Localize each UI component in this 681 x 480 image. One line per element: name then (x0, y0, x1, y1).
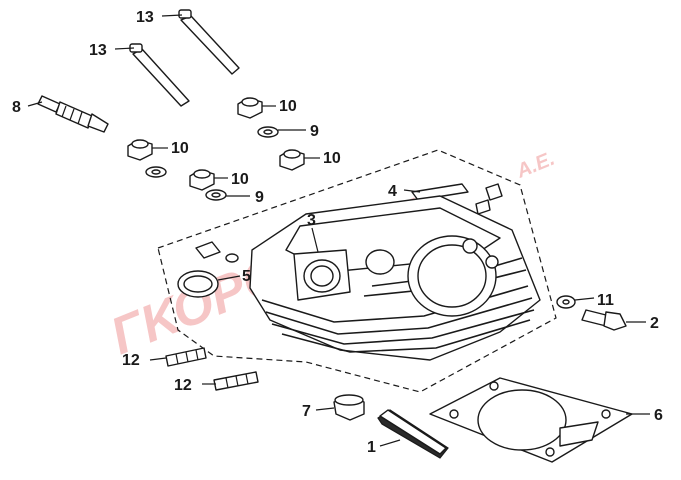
head-gasket-6 (429, 377, 633, 463)
nut-10-c (279, 149, 305, 171)
callout-labels: 13 13 8 10 9 10 10 10 9 4 3 5 11 2 12 12… (12, 9, 663, 456)
leader-lines (27, 14, 650, 447)
nut-10-b (127, 139, 153, 161)
callout-12a: 12 (122, 352, 140, 369)
cylinder-head-body (249, 195, 541, 361)
washer-9-a (257, 126, 279, 138)
washer-extra (145, 166, 167, 178)
callout-10a: 10 (279, 98, 297, 115)
fitting-left (195, 241, 239, 263)
callout-11: 11 (597, 292, 614, 309)
callout-13a: 13 (136, 9, 154, 26)
callout-13b: 13 (89, 42, 107, 59)
callout-2: 2 (650, 315, 659, 332)
plug-cap-7 (333, 394, 365, 421)
callout-4: 4 (388, 183, 397, 200)
callout-7: 7 (302, 403, 311, 420)
callout-5: 5 (242, 268, 251, 285)
callout-9b: 9 (255, 189, 264, 206)
spark-plug-8 (37, 95, 109, 133)
washer-9-b (205, 189, 227, 201)
seal-ring-5 (177, 270, 219, 298)
callout-8: 8 (12, 99, 21, 116)
callout-10c: 10 (323, 150, 341, 167)
washer-11 (556, 295, 576, 309)
bolt-2 (581, 309, 627, 331)
callout-10d: 10 (231, 171, 249, 188)
fitting-bolt (475, 183, 503, 215)
callout-12b: 12 (174, 377, 192, 394)
nut-10-d (189, 169, 215, 191)
callout-9a: 9 (310, 123, 319, 140)
callout-3: 3 (307, 212, 316, 229)
stud-12-upper (165, 347, 207, 367)
nut-10-a (237, 97, 263, 119)
callout-10b: 10 (171, 140, 189, 157)
chain-guide-1 (377, 409, 449, 459)
stud-bolt-13-upper (178, 9, 240, 75)
stud-bolt-13-lower (129, 43, 190, 107)
watermark-suffix: A.E. (513, 148, 558, 183)
callout-1: 1 (367, 439, 376, 456)
plate-4 (411, 183, 469, 201)
stud-12-lower (213, 371, 259, 391)
callout-6: 6 (654, 407, 663, 424)
